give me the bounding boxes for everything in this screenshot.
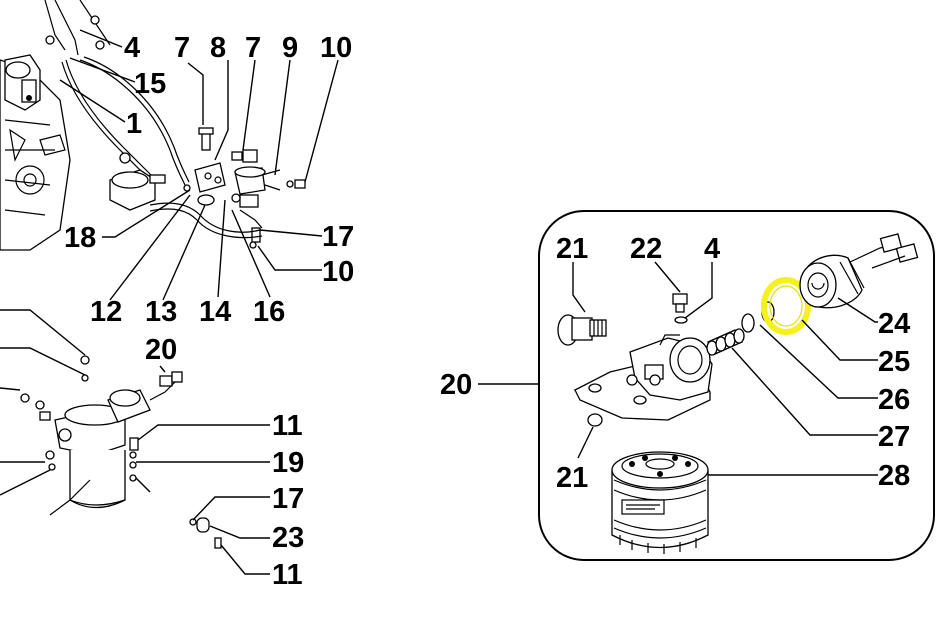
label-22: 22 [630, 233, 662, 265]
sleeve-27-drawing [706, 328, 745, 356]
label-20-left: 20 [145, 334, 177, 366]
heater-24-drawing [799, 233, 919, 309]
label-24: 24 [878, 308, 910, 340]
label-25: 25 [878, 346, 910, 378]
label-17-top: 17 [322, 221, 354, 253]
left-part-labels: 4 15 1 7 8 7 9 10 18 17 10 12 13 14 16 2… [64, 32, 354, 591]
label-4-left: 4 [124, 32, 140, 64]
engine-block-drawing [0, 59, 71, 251]
hardware-bottom-left [20, 355, 222, 549]
label-23: 23 [272, 522, 304, 554]
label-11-top: 11 [272, 410, 303, 442]
label-16: 16 [253, 296, 285, 328]
o-ring-26-drawing [741, 313, 755, 333]
filter-head-drawing [573, 334, 713, 421]
label-11-bottom: 11 [272, 559, 303, 591]
label-19: 19 [272, 447, 304, 479]
feed-pump-drawing [109, 152, 166, 211]
label-1: 1 [126, 108, 142, 140]
label-27: 27 [878, 421, 910, 453]
label-9: 9 [282, 32, 298, 64]
fuel-hose-middle [149, 202, 263, 239]
label-14: 14 [199, 296, 231, 328]
filter-cartridge-28-drawing [611, 451, 709, 554]
gasket-25-highlight [761, 277, 811, 335]
washer-21-bottom-drawing [587, 413, 603, 427]
label-21-bottom: 21 [556, 462, 588, 494]
inset-part-labels: 20 21 22 4 24 25 26 27 28 21 [440, 233, 910, 494]
label-4-inset: 4 [704, 233, 720, 265]
label-7-second: 7 [245, 32, 261, 64]
fuel-filter-left-drawing [54, 371, 183, 509]
label-15: 15 [134, 68, 166, 100]
label-10-top: 10 [320, 32, 352, 64]
label-18: 18 [64, 222, 96, 254]
bracket-relay-drawing [194, 162, 281, 208]
label-28: 28 [878, 460, 910, 492]
label-21-top: 21 [556, 233, 588, 265]
label-8: 8 [210, 32, 226, 64]
detail-inset: 20 21 22 4 24 25 26 27 28 21 [440, 210, 935, 561]
label-17-bottom: 17 [272, 483, 304, 515]
bleed-screw-drawing [557, 314, 607, 346]
screw-22-drawing [672, 293, 688, 324]
label-10-middle: 10 [322, 256, 354, 288]
small-hardware-top [183, 127, 306, 249]
fuel-pump-sensor-drawing [4, 54, 41, 111]
inset-leader-lines [572, 261, 878, 476]
left-leader-lines [0, 29, 339, 575]
label-13: 13 [145, 296, 177, 328]
label-20-inset: 20 [440, 369, 472, 401]
label-12: 12 [90, 296, 122, 328]
inset-frame [538, 210, 935, 561]
label-7-first: 7 [174, 32, 190, 64]
label-26: 26 [878, 384, 910, 416]
